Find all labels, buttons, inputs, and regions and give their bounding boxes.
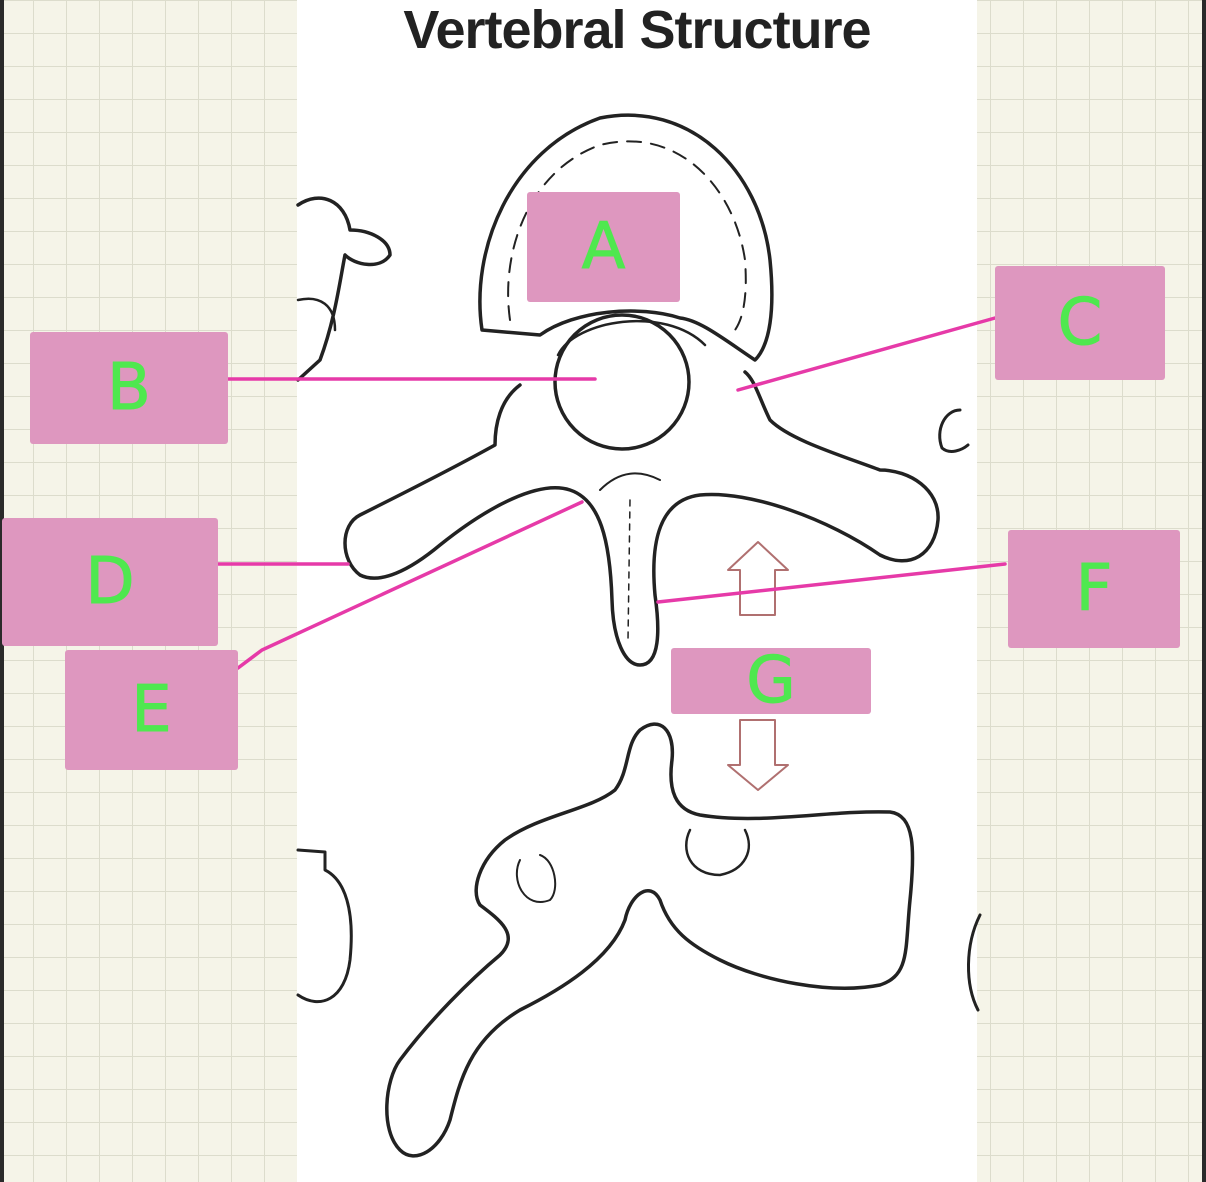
label-g-text: G — [746, 644, 797, 719]
label-e: E — [65, 650, 238, 770]
label-e-text: E — [131, 673, 172, 748]
vertebral-body — [478, 113, 774, 362]
label-g: G — [671, 644, 871, 719]
right-frame-edge — [1202, 0, 1206, 1182]
neural-arch — [343, 370, 940, 667]
label-a: A — [527, 192, 680, 302]
label-d: D — [2, 518, 218, 646]
double-arrow — [727, 541, 789, 791]
left-rib-fragment — [296, 196, 392, 382]
label-b-text: B — [107, 351, 152, 426]
label-b: B — [30, 332, 228, 444]
lower-vertebra — [385, 722, 915, 1158]
label-f-text: F — [1075, 552, 1113, 627]
leader-line-c — [736, 316, 997, 392]
leader-line-f — [656, 562, 1007, 604]
label-d-text: D — [85, 545, 135, 620]
label-c: C — [995, 266, 1165, 380]
diagram-title: Vertebral Structure — [403, 0, 871, 60]
label-c-text: C — [1057, 286, 1103, 361]
vertebral-foramen — [553, 313, 691, 451]
label-a-text: A — [581, 210, 626, 285]
label-f: F — [1008, 530, 1180, 648]
leader-line-e — [236, 500, 584, 670]
vertebral-body-inner — [507, 140, 747, 331]
